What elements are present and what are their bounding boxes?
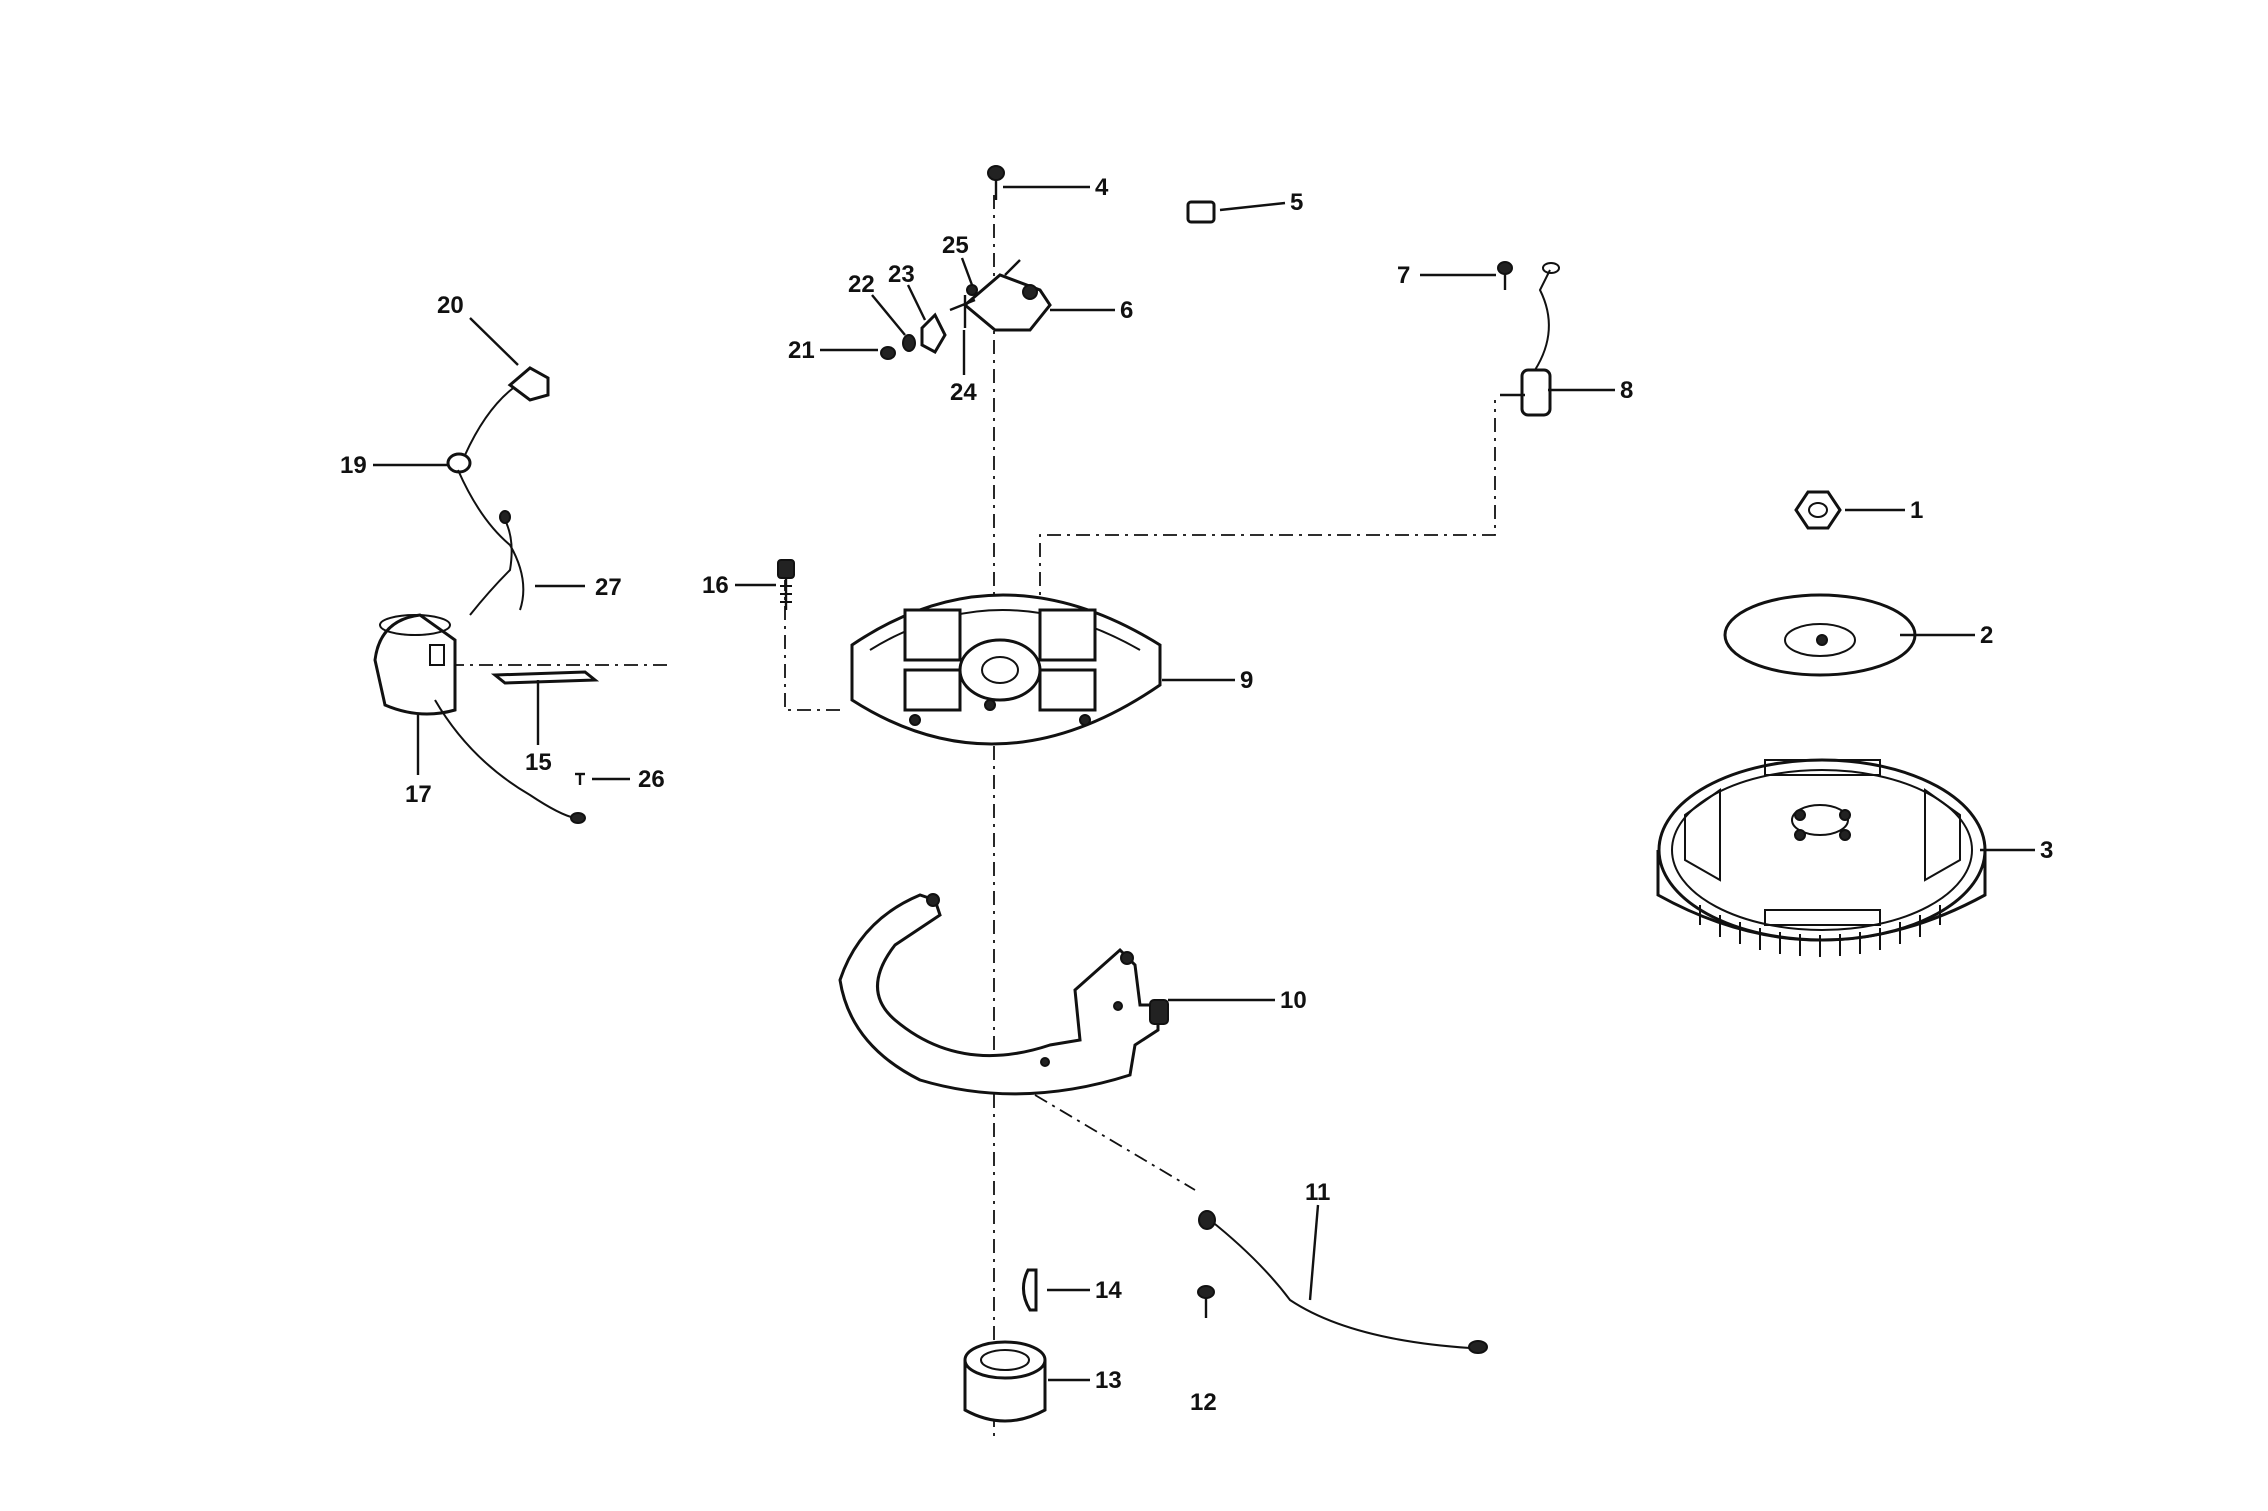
label-19: 19	[340, 452, 367, 479]
label-15: 15	[525, 749, 552, 776]
part-17-ignition-coil[interactable]	[373, 613, 586, 824]
label-23: 23	[888, 261, 915, 288]
part-5-felt-wick[interactable]	[1186, 200, 1216, 224]
label-26: 26	[638, 766, 665, 793]
label-16: 16	[702, 572, 729, 599]
part-20-spark-plug-lead[interactable]	[457, 366, 550, 611]
part-12-screw[interactable]	[1197, 1285, 1215, 1318]
label-27: 27	[595, 574, 622, 601]
part-13-sleeve[interactable]	[963, 1340, 1047, 1423]
part-10-throttle-cam[interactable]	[838, 893, 1169, 1096]
part-11-ground-lead[interactable]	[1198, 1210, 1488, 1354]
part-7-screw[interactable]	[1497, 261, 1513, 290]
part-6-breaker-points[interactable]	[949, 259, 1052, 332]
part-21-washer[interactable]	[880, 346, 896, 360]
label-20: 20	[437, 292, 464, 319]
label-1: 1	[1910, 497, 1923, 524]
part-4-screw[interactable]	[987, 165, 1005, 200]
label-17: 17	[405, 781, 432, 808]
label-12: 12	[1190, 1389, 1217, 1416]
label-7: 7	[1397, 262, 1410, 289]
label-13: 13	[1095, 1367, 1122, 1394]
part-8-condenser[interactable]	[1500, 262, 1560, 417]
label-21: 21	[788, 337, 815, 364]
part-16-bolt[interactable]	[777, 559, 795, 610]
label-4: 4	[1095, 174, 1109, 201]
part-2-washer-plate[interactable]	[1723, 593, 1917, 677]
label-9: 9	[1240, 667, 1253, 694]
part-1-hex-nut[interactable]	[1794, 490, 1842, 530]
label-11: 11	[1305, 1179, 1330, 1206]
part-25-clip[interactable]	[966, 284, 978, 296]
leader-lines	[373, 185, 2035, 1382]
label-8: 8	[1620, 377, 1633, 404]
callout-labels: 1 2 3 4 5 6 7 8 9 10 11 12 13 14 15 16 1…	[340, 174, 2053, 1416]
label-6: 6	[1120, 297, 1133, 324]
label-3: 3	[2040, 837, 2053, 864]
part-3-flywheel[interactable]	[1656, 758, 1987, 957]
part-27-primary-lead[interactable]	[469, 510, 513, 616]
label-25: 25	[942, 232, 969, 259]
part-15-coil-lock[interactable]	[490, 670, 600, 685]
part-26-pin[interactable]	[575, 772, 585, 785]
label-24: 24	[950, 379, 977, 406]
part-14-woodruff-key[interactable]	[1022, 1268, 1038, 1312]
assembly-center-lines	[450, 195, 1496, 1440]
label-5: 5	[1290, 189, 1303, 216]
label-22: 22	[848, 271, 875, 298]
part-22-spring[interactable]	[902, 334, 916, 352]
label-10: 10	[1280, 987, 1307, 1014]
part-23-cam-wiper[interactable]	[920, 312, 947, 355]
part-19-grommet[interactable]	[446, 452, 472, 474]
part-9-stator-plate[interactable]	[850, 593, 1162, 746]
label-14: 14	[1095, 1277, 1122, 1304]
label-2: 2	[1980, 622, 1993, 649]
